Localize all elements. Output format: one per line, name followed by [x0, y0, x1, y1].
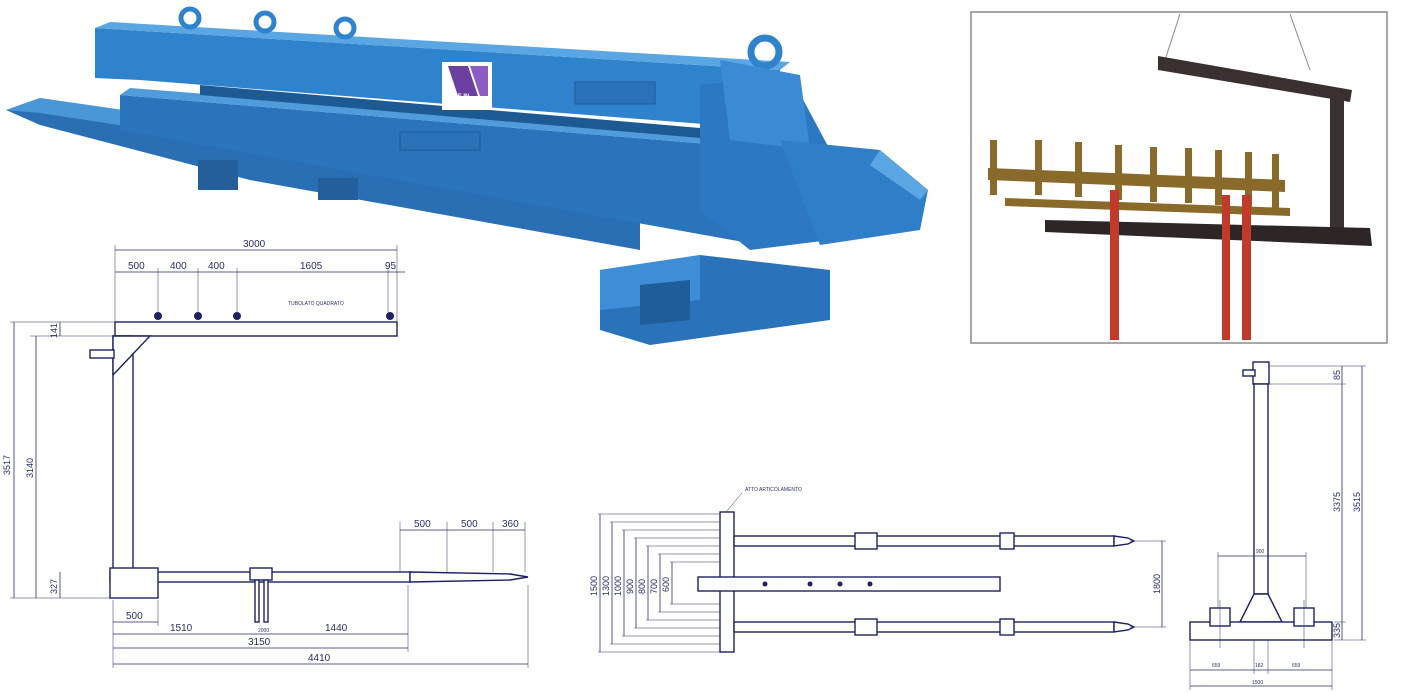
dim-bottom-3: 3150 — [248, 637, 271, 648]
dim-top-3: 400 — [208, 261, 225, 272]
dim-bottom-mid: 182 — [1255, 663, 1264, 669]
side-view-drawing: 3000 500 400 400 1605 95 TUBOLATO QUADRA… — [2, 239, 529, 668]
badge-line-1: MADE IN — [444, 94, 469, 100]
made-in-italy-badge: MADE IN ITALY — [442, 62, 492, 110]
dim-bottom-2: 1510 — [170, 623, 193, 634]
label-2000: 2000 — [258, 628, 269, 634]
dim-nested-7: 600 — [661, 577, 671, 592]
dim-top-5: 95 — [385, 261, 397, 272]
dim-nested-2: 1300 — [601, 576, 611, 596]
front-view-drawing: 900 85 3375 3515 335 659 182 659 1500 — [1189, 361, 1366, 690]
dim-nested-3: 1000 — [613, 576, 623, 596]
badge-line-2: ITALY — [450, 100, 472, 109]
dim-right-4: 335 — [1332, 623, 1342, 638]
dim-nested-4: 900 — [625, 579, 635, 594]
dim-bottom-total: 1500 — [1252, 680, 1263, 686]
note-square-tube: TUBOLATO QUADRATO — [288, 301, 344, 307]
dim-nested-5: 800 — [637, 579, 647, 594]
machine-render: MADE IN ITALY — [6, 6, 928, 345]
dim-prong-spacing: 1800 — [1152, 574, 1162, 594]
dim-right-1: 85 — [1332, 370, 1342, 380]
front-view-column — [1253, 383, 1269, 595]
upper-arm — [114, 321, 398, 337]
dim-top-2: 400 — [170, 261, 187, 272]
dim-top-1: 500 — [128, 261, 145, 272]
dim-bottom-left: 659 — [1212, 663, 1221, 669]
note-articulation: ATTO ARTICOLAMENTO — [745, 487, 802, 493]
dim-bottom-4: 1440 — [325, 623, 348, 634]
dim-left-1: 3517 — [2, 455, 12, 475]
top-view-drawing: ATTO ARTICOLAMENTO 1500 1300 1000 900 80… — [589, 487, 1166, 653]
dim-bottom-5: 4410 — [308, 653, 331, 664]
dim-nested-1: 1500 — [589, 576, 599, 596]
dim-fork-2: 500 — [461, 519, 478, 530]
dim-bottom-1: 500 — [126, 611, 143, 622]
dim-bottom-right: 659 — [1292, 663, 1301, 669]
dim-fork-1: 500 — [414, 519, 431, 530]
dim-right-3: 3515 — [1352, 492, 1362, 512]
dim-nested-6: 700 — [649, 579, 659, 594]
dim-top-total: 3000 — [243, 239, 266, 250]
dim-inner: 900 — [1256, 549, 1265, 555]
dim-left-3: 141 — [49, 323, 59, 338]
dim-right-2: 3375 — [1332, 492, 1342, 512]
dim-left-2: 3140 — [25, 458, 35, 478]
dim-fork-3: 360 — [502, 519, 519, 530]
usage-illustration — [970, 11, 1388, 344]
dim-top-4: 1605 — [300, 261, 323, 272]
top-view-center-beam — [697, 576, 1001, 592]
dim-left-4: 327 — [49, 579, 59, 594]
